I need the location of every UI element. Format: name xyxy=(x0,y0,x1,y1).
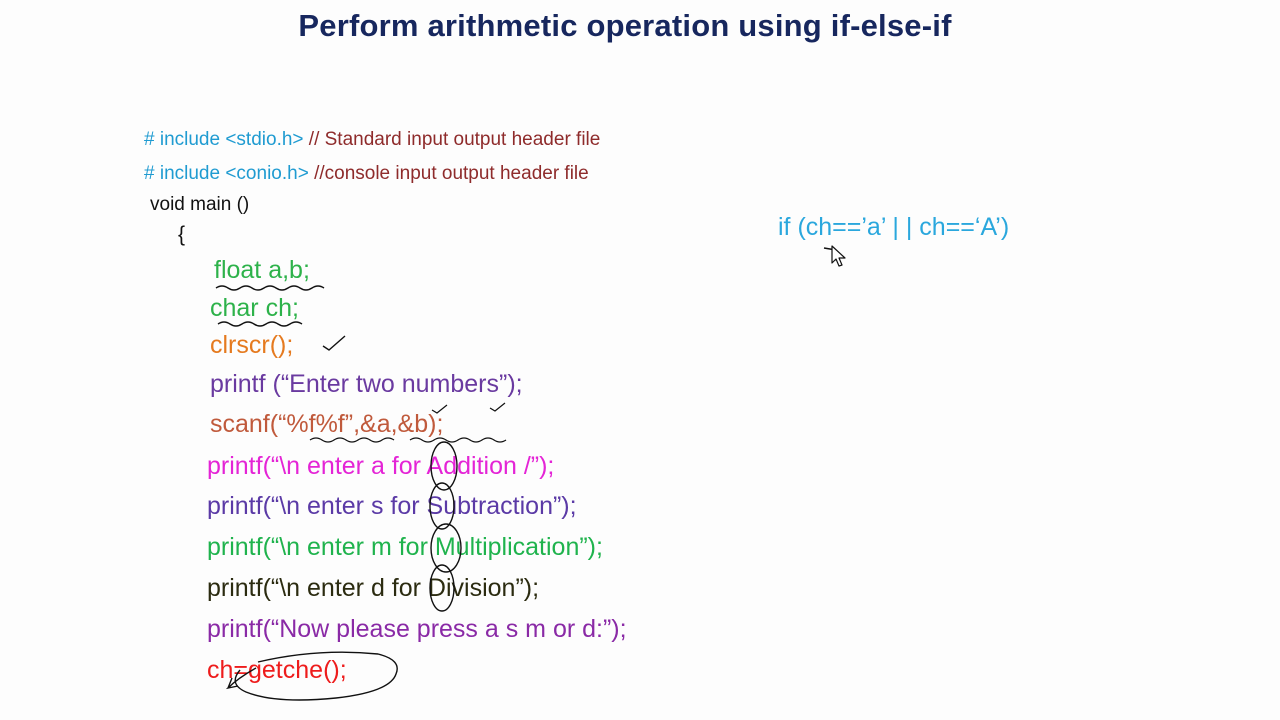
code-line-clrscr: clrscr(); xyxy=(210,331,294,359)
code-line-char: char ch; xyxy=(210,294,299,322)
main-signature: void main () xyxy=(150,194,250,215)
code-line-printf-subtraction: printf(“\n enter s for Subtraction”); xyxy=(207,492,577,520)
code-line-getche: ch=getche(); xyxy=(207,656,347,684)
side-if-condition: if (ch==’a’ | | ch==‘A’) xyxy=(778,213,1010,241)
include-comment: // Standard input output header file xyxy=(308,129,601,150)
check-mark xyxy=(322,335,346,351)
code-line-printf-division: printf(“\n enter d for Division”); xyxy=(207,574,540,602)
code-line-scanf: scanf(“%f%f”,&a,&b); xyxy=(210,410,444,438)
code-line-printf-multiplication: printf(“\n enter m for Multiplication”); xyxy=(207,533,603,561)
include-line-conio: # include <conio.h> //console input outp… xyxy=(144,164,589,183)
include-comment: //console input output header file xyxy=(314,163,589,184)
underline-format xyxy=(309,437,395,443)
code-line-printf-addition: printf(“\n enter a for Addition /”); xyxy=(207,452,555,480)
mouse-cursor-icon xyxy=(831,245,846,267)
slide-title: Perform arithmetic operation using if-el… xyxy=(298,8,952,43)
include-line-stdio: # include <stdio.h> // Standard input ou… xyxy=(144,130,600,149)
open-brace: { xyxy=(178,223,186,246)
code-line-printf-enter: printf (“Enter two numbers”); xyxy=(210,370,523,398)
code-line-printf-press: printf(“Now please press a s m or d:”); xyxy=(207,615,627,643)
tick-b xyxy=(489,402,506,412)
code-line-float: float a,b; xyxy=(214,256,310,284)
underline-float xyxy=(215,285,325,291)
underline-char xyxy=(217,321,303,327)
include-directive: # include <conio.h> xyxy=(144,163,309,184)
underline-address xyxy=(409,437,507,443)
include-directive: # include <stdio.h> xyxy=(144,129,304,150)
